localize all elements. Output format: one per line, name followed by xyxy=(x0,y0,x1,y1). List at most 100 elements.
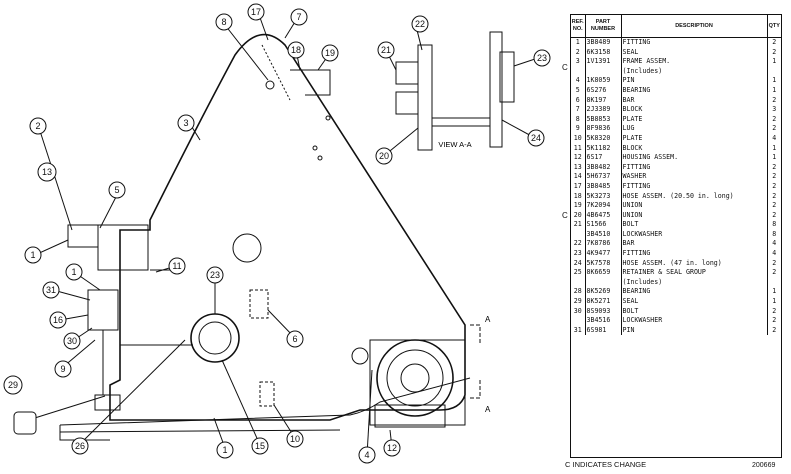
change-note: C INDICATES CHANGE xyxy=(565,460,647,469)
cell-qty: 2 xyxy=(772,124,777,133)
svg-text:13: 13 xyxy=(42,167,52,177)
callout-4: 4 xyxy=(358,446,376,464)
callout-11: 11 xyxy=(168,257,186,275)
cell-qty: 2 xyxy=(772,258,777,267)
callout-16: 16 xyxy=(49,311,67,329)
cell-part-number: 5K3273 xyxy=(585,191,622,202)
cell-part-number: 3B8482 xyxy=(585,162,622,173)
cell-ref: 22 xyxy=(571,239,586,250)
cell-qty: 2 xyxy=(772,181,777,190)
cell-ref: 9 xyxy=(571,124,586,134)
header-qty: QTY xyxy=(767,15,781,38)
callout-24: 24 xyxy=(527,129,545,147)
svg-text:12: 12 xyxy=(387,443,397,453)
cell-qty: 1 xyxy=(772,153,777,162)
cell-ref xyxy=(571,316,586,326)
header-part-number: PART NUMBER xyxy=(585,15,622,38)
cell-description: BLOCK xyxy=(621,143,768,154)
callout-25-icon xyxy=(13,411,37,435)
cell-description: PIN xyxy=(621,76,768,86)
callout-7: 7 xyxy=(290,8,308,26)
cell-qty: 8 xyxy=(772,229,777,238)
figure-code: 200669 xyxy=(752,462,776,469)
callout-3: 3 xyxy=(177,114,195,132)
callout-30: 30 xyxy=(63,332,81,350)
callout-20: 20 xyxy=(375,147,393,165)
svg-text:7: 7 xyxy=(296,12,301,22)
callout-23b: 23 xyxy=(206,266,224,284)
cell-part-number: 8F9836 xyxy=(585,124,622,134)
cell-part-number: 4B6475 xyxy=(585,210,622,221)
round-cover xyxy=(120,313,240,363)
cell-qty xyxy=(767,67,781,77)
cell-part-number: 7K2094 xyxy=(585,201,622,211)
cell-description: BOLT xyxy=(621,306,768,317)
change-mark: C xyxy=(562,211,568,220)
callouts: 2 13 5 1 3 8 17 7 18 19 22 21 23 20 24 1… xyxy=(3,3,551,464)
svg-text:2: 2 xyxy=(35,121,40,131)
callout-13: 13 xyxy=(37,162,57,182)
cell-part-number: 7K8786 xyxy=(585,239,622,250)
cell-description: BEARING xyxy=(621,85,768,96)
cell-description: FRAME ASSEM. xyxy=(621,57,768,67)
svg-text:30: 30 xyxy=(67,336,77,346)
cell-qty: 4 xyxy=(772,249,777,258)
cell-ref: 17 xyxy=(571,181,586,192)
svg-text:1: 1 xyxy=(71,267,76,277)
cell-part-number: 6S981 xyxy=(585,325,622,336)
cell-qty: 2 xyxy=(772,38,777,46)
callout-18: 18 xyxy=(287,41,305,59)
cell-ref: 13 xyxy=(571,162,586,173)
hub-housing xyxy=(369,339,466,428)
cell-description: PLATE xyxy=(621,114,768,125)
svg-text:31: 31 xyxy=(46,285,56,295)
cell-ref: 11 xyxy=(571,143,586,154)
cell-part-number: 8K6659 xyxy=(585,268,622,278)
cell-qty: 1 xyxy=(772,143,777,152)
svg-text:17: 17 xyxy=(251,7,261,17)
cell-description: LUG xyxy=(621,124,768,134)
section-mark-bottom: A xyxy=(485,405,491,414)
cell-description: UNION xyxy=(621,201,768,211)
cell-ref: 7 xyxy=(571,105,586,115)
callout-19: 19 xyxy=(321,44,339,62)
cell-ref: 4 xyxy=(571,76,586,86)
cell-ref: 23 xyxy=(571,249,586,259)
callout-26: 26 xyxy=(71,437,89,455)
cell-part-number xyxy=(585,66,622,77)
cell-qty: 2 xyxy=(772,201,777,210)
cell-description: SEAL xyxy=(621,47,768,58)
cell-description: FITTING xyxy=(621,181,768,192)
cell-qty: 2 xyxy=(772,162,777,171)
leader-lines xyxy=(21,11,539,456)
callout-6: 6 xyxy=(286,330,304,348)
svg-text:3: 3 xyxy=(183,118,188,128)
cell-ref: 1 xyxy=(571,37,586,48)
cell-description: LOCKWASHER xyxy=(621,229,768,240)
section-mark-top: A xyxy=(485,315,491,324)
cell-part-number: 8S9093 xyxy=(585,306,622,317)
cell-qty: 1 xyxy=(772,57,777,66)
cell-part-number: 8K5269 xyxy=(585,287,622,298)
svg-text:19: 19 xyxy=(325,48,335,58)
svg-text:11: 11 xyxy=(172,261,181,271)
callout-31: 31 xyxy=(42,281,60,299)
cell-qty: 4 xyxy=(772,133,777,142)
cell-ref: 6 xyxy=(571,95,586,106)
cell-qty: 2 xyxy=(772,268,777,277)
cell-part-number: 3B4516 xyxy=(585,316,622,326)
cell-part-number: 8K197 xyxy=(585,95,622,106)
callout-5: 5 xyxy=(108,181,126,199)
callout-21: 21 xyxy=(377,41,395,59)
